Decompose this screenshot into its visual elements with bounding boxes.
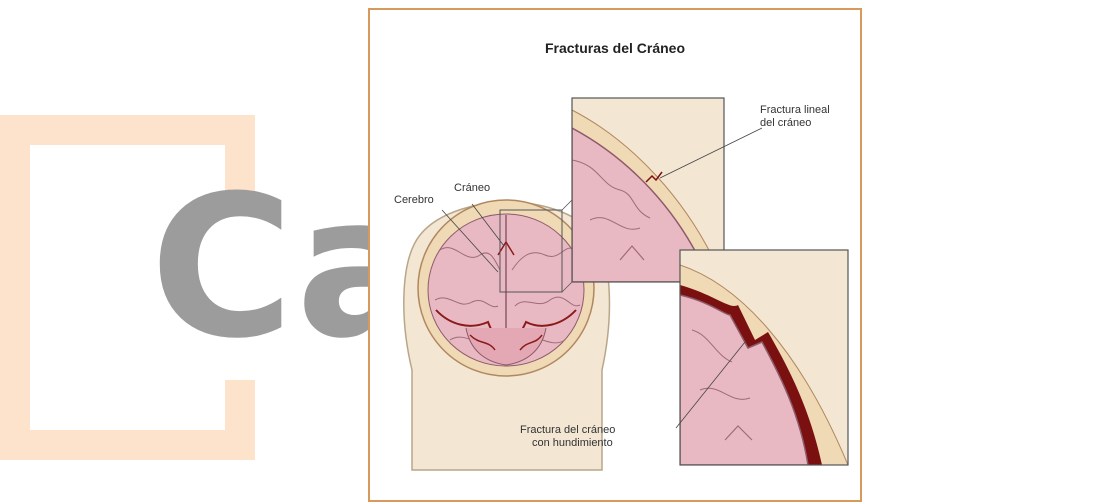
skull-label: Cráneo xyxy=(454,182,490,195)
depressed-fracture-label-line1: Fractura del cráneo xyxy=(520,424,615,437)
depressed-fracture-label-line2: con hundimiento xyxy=(532,437,613,450)
illustration-panel: Fracturas del Cráneo xyxy=(368,8,862,502)
brain-label: Cerebro xyxy=(394,194,434,207)
depressed-fracture-detail xyxy=(680,250,848,465)
linear-fracture-label-line2: del cráneo xyxy=(760,117,811,130)
linear-fracture-label-line1: Fractura lineal xyxy=(760,104,830,117)
